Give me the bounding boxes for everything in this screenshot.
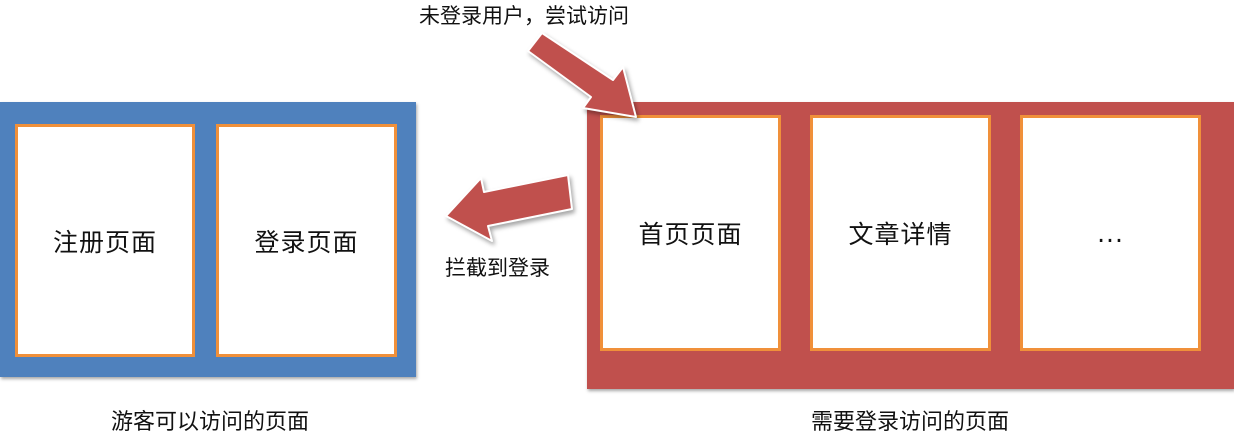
register-page-label: 注册页面: [52, 227, 157, 257]
register-page-card: 注册页面: [15, 124, 195, 357]
auth-group-caption: 需要登录访问的页面: [810, 410, 1009, 435]
login-page-card: 登录页面: [216, 124, 397, 357]
more-pages-card: ...: [1020, 115, 1201, 351]
home-page-label: 首页页面: [638, 220, 743, 249]
auth-required-pages-group: 首页页面 文章详情 ...: [587, 102, 1234, 389]
home-page-card: 首页页面: [600, 115, 781, 351]
attempt-arrow: [527, 32, 637, 118]
intercept-arrow: [445, 174, 573, 242]
guest-pages-group: 注册页面 登录页面: [0, 102, 416, 377]
article-detail-card: 文章详情: [810, 115, 991, 351]
guest-group-caption: 游客可以访问的页面: [110, 410, 309, 435]
article-detail-label: 文章详情: [848, 220, 953, 249]
attempt-access-label: 未登录用户，尝试访问: [419, 4, 629, 28]
intercept-label: 拦截到登录: [445, 256, 550, 280]
login-page-label: 登录页面: [254, 227, 359, 257]
more-pages-label: ...: [1097, 218, 1124, 248]
